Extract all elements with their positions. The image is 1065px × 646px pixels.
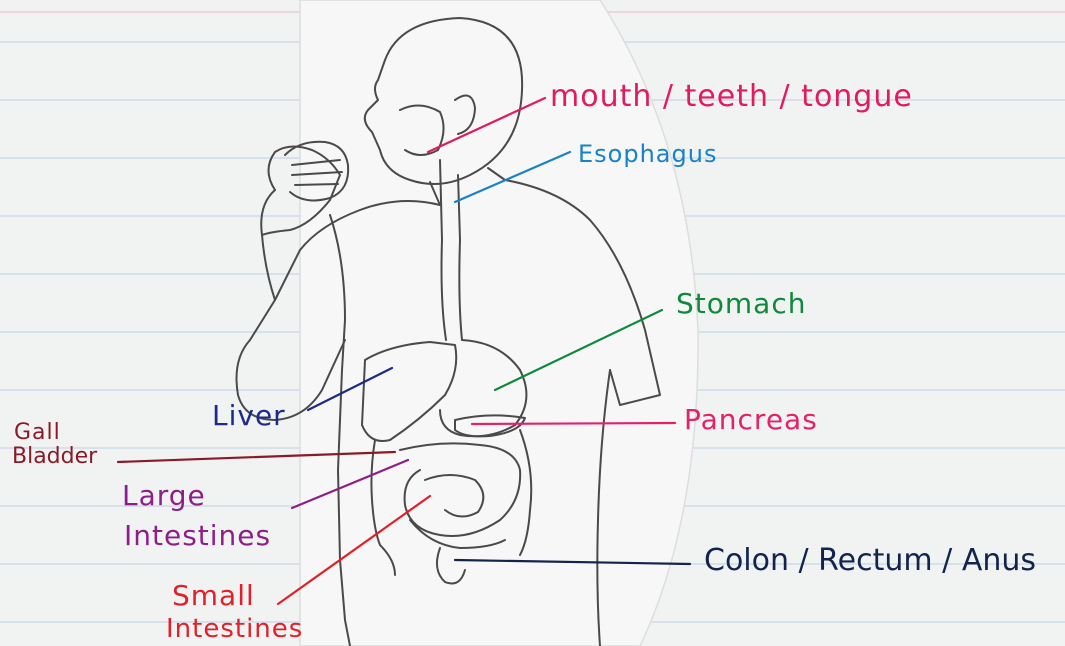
label-pancreas: Pancreas	[684, 406, 818, 434]
label-stomach: Stomach	[676, 290, 806, 318]
pancreas-leader-line	[472, 423, 675, 424]
label-small-intestines-line2: Intestines	[166, 616, 303, 642]
label-gall-bladder-line1: Gall	[14, 422, 61, 444]
label-mouth-teeth-tongue: mouth / teeth / tongue	[550, 82, 913, 112]
label-small-intestines-line1: Small	[172, 582, 255, 610]
label-esophagus: Esophagus	[578, 142, 717, 166]
label-gall-bladder-line2: Bladder	[12, 446, 97, 468]
label-liver: Liver	[212, 402, 286, 430]
label-colon-rectum-anus: Colon / Rectum / Anus	[704, 546, 1036, 576]
label-large-intestines-line1: Large	[122, 482, 206, 510]
label-large-intestines-line2: Intestines	[124, 522, 271, 550]
